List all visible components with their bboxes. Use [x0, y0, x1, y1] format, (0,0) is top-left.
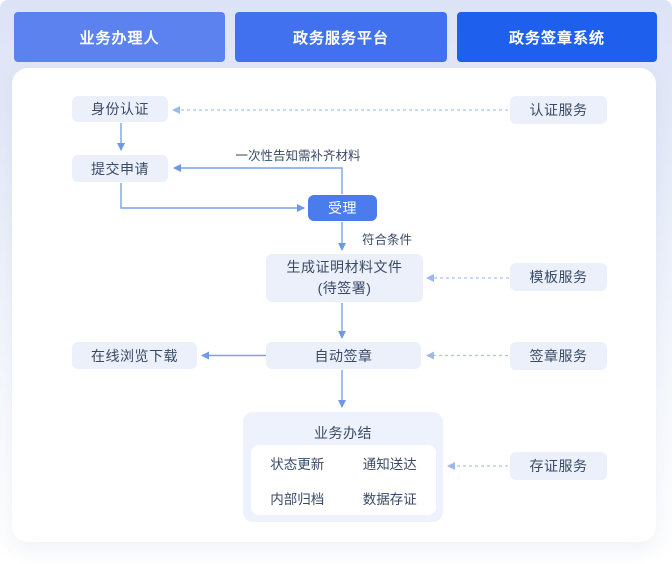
group-business-completed: 业务办结 状态更新 通知送达 内部归档 数据存证	[243, 412, 443, 522]
node-identity-auth: 身份认证	[72, 96, 168, 122]
edge-label-supplement-materials: 一次性告知需补齐材料	[235, 149, 361, 163]
lane-header-applicant: 业务办理人	[14, 12, 225, 62]
node-accept: 受理	[308, 195, 377, 221]
node-generate-line2: (待签署)	[317, 280, 372, 296]
done-item-notify-delivery: 通知送达	[362, 456, 417, 472]
node-generate-certificate: 生成证明材料文件 (待签署)	[266, 254, 423, 302]
group-business-completed-title: 业务办结	[314, 425, 372, 441]
lane-header-signature-system: 政务签章系统	[457, 12, 657, 62]
edge-label-meets-conditions: 符合条件	[362, 233, 413, 247]
done-item-data-evidence: 数据存证	[362, 491, 417, 507]
lane-header-gov-service-platform: 政务服务平台	[235, 12, 447, 62]
node-auth-service: 认证服务	[510, 96, 607, 124]
group-business-completed-items: 状态更新 通知送达 内部归档 数据存证	[251, 445, 436, 515]
node-submit-application: 提交申请	[72, 155, 168, 182]
node-template-service: 模板服务	[510, 263, 607, 291]
node-generate-line1: 生成证明材料文件	[286, 259, 403, 275]
node-evidence-service: 存证服务	[510, 452, 607, 480]
done-item-internal-archive: 内部归档	[270, 491, 325, 507]
done-item-status-update: 状态更新	[270, 456, 325, 472]
node-sign-service: 签章服务	[510, 342, 607, 370]
node-auto-sign: 自动签章	[266, 342, 421, 369]
node-online-browse-download: 在线浏览下载	[72, 342, 197, 369]
